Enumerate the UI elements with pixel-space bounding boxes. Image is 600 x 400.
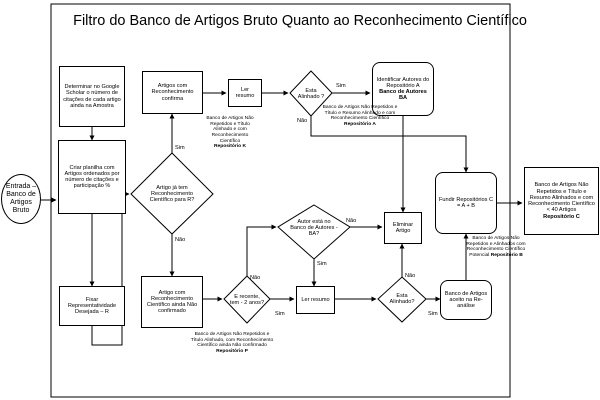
- note-repositorio-a-bold: Repositório A: [344, 121, 376, 127]
- node-final-text: Banco de Artigos Não Repetidos e Título …: [528, 182, 595, 214]
- arrow-recente-nao-to-autor: [246, 224, 277, 276]
- node-identificar-autores-text: Identificar Autores do Repositório A: [376, 76, 430, 89]
- node-ler-resumo-top-text: Ler resumo: [235, 86, 255, 99]
- label-sim-autor: Sim: [317, 261, 327, 267]
- label-nao-rc: Não: [175, 237, 186, 243]
- note-repositorio-p: Banco de Artigos Não Repetidos e Título …: [190, 332, 274, 355]
- node-artigos-rc-confirma-text: Artigos com Reconhecimento confirma: [151, 83, 194, 102]
- node-google-scholar: Determinar no Google Scholar o número de…: [59, 66, 125, 127]
- decision-e-recente-text: E recente, tem - 2 anos?: [229, 293, 265, 306]
- node-fundir-repositorios-text: Fundir Repositórios C = A + B: [438, 196, 494, 209]
- node-google-scholar-text: Determinar no Google Scholar o número de…: [63, 84, 121, 109]
- node-eliminar-artigo-text: Eliminar Artigo: [392, 221, 414, 234]
- note-repositorio-a: Banco de Artigos Não Repetidos e Título …: [318, 105, 402, 128]
- node-ler-resumo-top: Ler resumo: [228, 79, 262, 107]
- node-ler-resumo-bottom-text: Ler resumo: [301, 296, 330, 303]
- label-nao-recente: Não: [250, 275, 261, 281]
- note-repositorio-p-text: Banco de Artigos Não Repetidos e Título …: [190, 332, 274, 349]
- label-sim-alinhado-top: Sim: [336, 83, 346, 89]
- label-nao-autor: Não: [346, 218, 357, 224]
- note-repositorio-b-text: Banco de Artigos Não Repetidos e Alinhad…: [466, 236, 526, 258]
- node-artigo-sem-rc: Artigo com Reconhecimento Científico ain…: [141, 276, 203, 328]
- node-identificar-autores-bold: Banco de Autores BA: [379, 89, 427, 102]
- node-criar-planilha-text: Criar planilha com Artigos ordenados por…: [64, 164, 120, 190]
- arrow-alinhado-top-nao-to-eliminar: [310, 116, 406, 213]
- note-repositorio-b-bold: Repositório B: [490, 252, 523, 258]
- decision-e-recente: E recente, tem - 2 anos?: [229, 288, 265, 312]
- node-criar-planilha: Criar planilha com Artigos ordenados por…: [58, 140, 126, 214]
- node-final-content: Banco de Artigos Não Repetidos e Título …: [527, 182, 596, 220]
- decision-autor-esta: Autor está no Banco de Autores -BA?: [290, 214, 338, 242]
- decision-esta-alinhado-bottom: Esta Alinhado?: [384, 290, 420, 308]
- decision-esta-alinhado-top-text: Esta Alinhado ?: [297, 87, 325, 100]
- node-fixar-text: Fixar Representatividade Desejada – R: [67, 296, 117, 316]
- node-artigo-sem-rc-text: Artigo com Reconhecimento Científico ain…: [146, 289, 198, 315]
- arrow-autores-to-fundir: [402, 116, 469, 173]
- note-repositorio-k-text: Banco de Artigos Não Repetidos e Título …: [206, 116, 254, 144]
- label-sim-alinhado-bottom: Sim: [428, 311, 438, 317]
- node-eliminar-artigo: Eliminar Artigo: [384, 212, 422, 244]
- node-entrada: Entrada – Banco de Artigos Bruto: [1, 174, 41, 224]
- node-artigos-rc-confirma: Artigos com Reconhecimento confirma: [142, 71, 203, 114]
- node-fundir-repositorios: Fundir Repositórios C = A + B: [435, 172, 497, 234]
- decision-artigo-ja-tem: Artigo já tem Reconhecimento Científico …: [144, 178, 200, 210]
- decision-autor-esta-text: Autor está no Banco de Autores -BA?: [290, 218, 338, 238]
- decision-artigo-ja-tem-text: Artigo já tem Reconhecimento Científico …: [149, 184, 195, 204]
- note-repositorio-p-bold: Repositório P: [216, 348, 248, 354]
- decision-esta-alinhado-bottom-shape: [377, 276, 427, 323]
- label-nao-alinhado-top: Não: [297, 118, 308, 124]
- label-sim-recente: Sim: [275, 311, 285, 317]
- node-identificar-autores-content: Identificar Autores do Repositório A Ban…: [375, 77, 431, 102]
- decision-e-recente-shape: [223, 275, 271, 324]
- node-fixar: Fixar Representatividade Desejada – R: [59, 286, 125, 326]
- label-nao-alinhado-bottom: Não: [405, 273, 416, 279]
- node-entrada-text: Entrada – Banco de Artigos Bruto: [5, 182, 37, 215]
- page-title: Filtro do Banco de Artigos Bruto Quanto …: [73, 13, 527, 29]
- node-banco-reanalise: Banco de Artigos aceito na Re-análise: [440, 280, 492, 320]
- note-repositorio-k-bold: Repositório K: [213, 144, 247, 150]
- node-final-bold: Repositório C: [543, 213, 580, 220]
- decision-esta-alinhado-top: Esta Alinhado ?: [295, 84, 327, 104]
- node-final-repositorio-c: Banco de Artigos Não Repetidos e Título …: [524, 167, 599, 235]
- decision-esta-alinhado-bottom-text: Esta Alinhado?: [389, 292, 415, 305]
- node-identificar-autores: Identificar Autores do Repositório A Ban…: [372, 62, 434, 116]
- node-ler-resumo-bottom: Ler resumo: [296, 286, 335, 314]
- label-sim-rc: Sim: [175, 145, 185, 151]
- note-repositorio-a-text: Banco de Artigos Não Repetidos e Título …: [322, 105, 398, 122]
- note-repositorio-b: Banco de Artigos Não Repetidos e Alinhad…: [466, 236, 526, 259]
- note-repositorio-k: Banco de Artigos Não Repetidos e Título …: [204, 116, 256, 150]
- node-banco-reanalise-text: Banco de Artigos aceito na Re-análise: [444, 290, 488, 310]
